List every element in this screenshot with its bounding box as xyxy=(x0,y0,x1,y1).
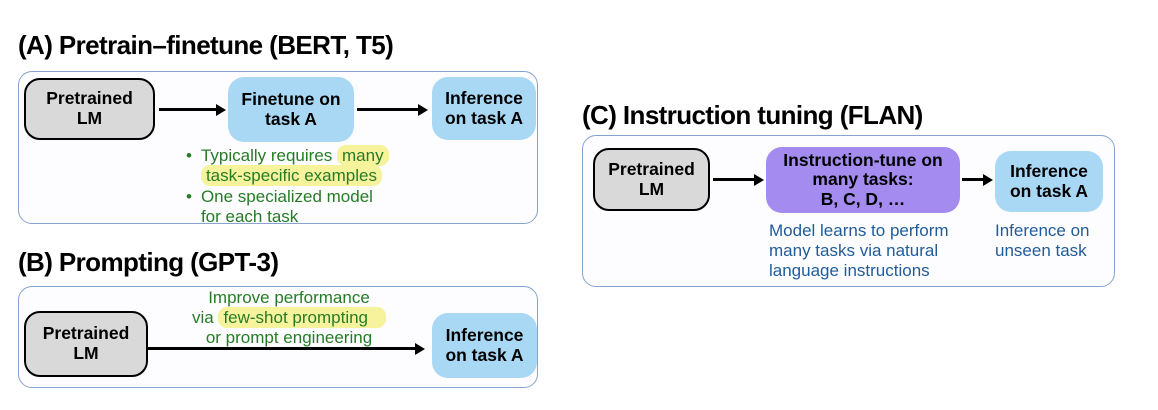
panel-a-arrow-1 xyxy=(159,108,217,111)
bullet-icon: • xyxy=(186,187,192,207)
panel-a-bullet-1: • Typically requires many task-specific … xyxy=(186,145,431,187)
panel-a-pretrained-lm-box: Pretrained LM xyxy=(24,78,155,140)
panel-a-inference-box: Inference on task A xyxy=(432,77,536,140)
highlight-many: many xyxy=(337,145,389,166)
panel-a-bullet-2: • One specialized model for each task xyxy=(186,187,431,227)
panel-b-inference-box: Inference on task A xyxy=(432,313,537,378)
panel-c-inference-box: Inference on task A xyxy=(995,151,1103,212)
panel-a-bullet-2-text: One specialized model for each task xyxy=(200,187,373,227)
highlight-few-shot-prompting: few-shot prompting xyxy=(218,307,387,329)
panel-a-arrow-2 xyxy=(357,108,419,111)
panel-c-title: (C) Instruction tuning (FLAN) xyxy=(582,100,923,130)
bullet-icon: • xyxy=(186,146,192,165)
highlight-task-specific-examples: task-specific examples xyxy=(200,165,382,187)
panel-c-inference-caption: Inference on unseen task xyxy=(995,221,1090,261)
panel-b-arrow xyxy=(146,347,416,350)
panel-a-title: (A) Pretrain–finetune (BERT, T5) xyxy=(18,30,394,60)
panel-c-arrow-1 xyxy=(713,178,755,181)
panel-a-bullet-1-text: Typically requires many task-specific ex… xyxy=(200,145,389,187)
panel-c-arrow-2 xyxy=(962,178,984,181)
panel-c-instruction-tune-box: Instruction-tune on many tasks: B, C, D,… xyxy=(766,147,960,213)
panel-b-note: Improve performance via few-shot prompti… xyxy=(163,288,415,348)
panel-b-pretrained-lm-box: Pretrained LM xyxy=(24,311,148,377)
panel-b-title: (B) Prompting (GPT-3) xyxy=(18,247,279,277)
panel-a-finetune-box: Finetune on task A xyxy=(228,77,354,142)
panel-c-pretrained-lm-box: Pretrained LM xyxy=(593,148,710,211)
panel-a-notes: • Typically requires many task-specific … xyxy=(186,145,431,228)
panel-c-middle-caption: Model learns to perform many tasks via n… xyxy=(769,221,949,281)
